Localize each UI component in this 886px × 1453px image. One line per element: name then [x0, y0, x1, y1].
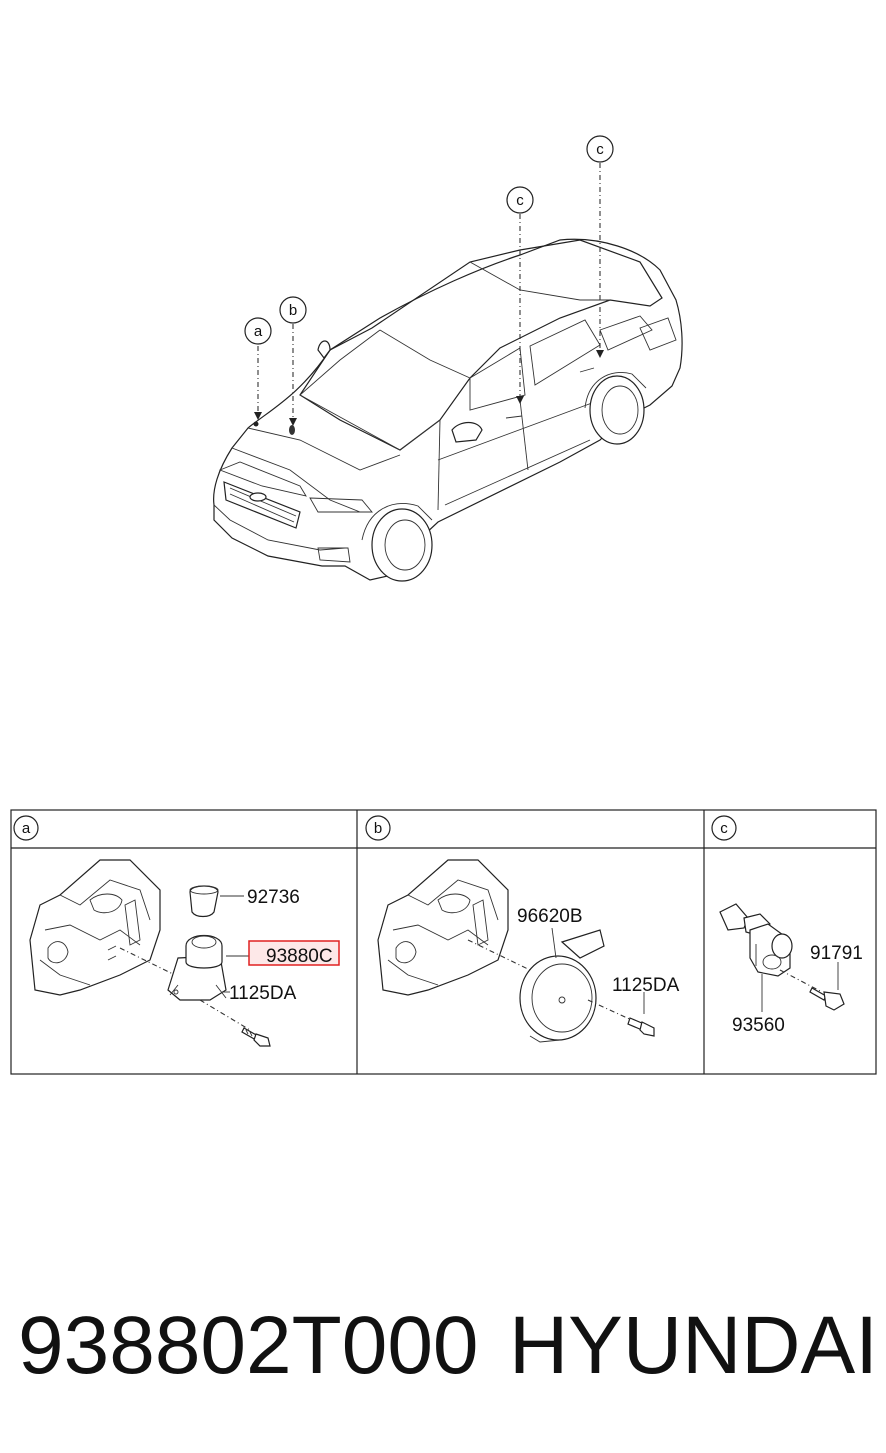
highlight-box — [248, 940, 340, 966]
part-label-1125DA-b: 1125DA — [612, 975, 680, 996]
svg-text:b: b — [374, 820, 382, 837]
part-label-93560: 93560 — [732, 1015, 785, 1036]
parts-table — [10, 809, 877, 1075]
car-illustration — [213, 238, 683, 582]
panel-c-header: c — [711, 815, 737, 841]
callout-c-rear-door: c — [586, 135, 614, 163]
part-label-91791: 91791 — [810, 943, 863, 964]
panel-c-drawing — [719, 903, 845, 1012]
callout-c-front-door: c — [506, 186, 534, 214]
callout-b: b — [279, 296, 307, 324]
callout-a: a — [244, 317, 272, 345]
callout-b-label: b — [289, 302, 297, 319]
callout-c-label: c — [516, 192, 524, 209]
svg-text:c: c — [720, 820, 728, 837]
panel-b-header: b — [365, 815, 391, 841]
brand-name: HYUNDAI — [508, 1300, 878, 1391]
callout-a-label: a — [254, 323, 263, 340]
part-label-96620B: 96620B — [517, 906, 583, 927]
panel-b-drawing — [377, 859, 655, 1043]
highlighted-part-93880C[interactable]: 93880C — [248, 940, 340, 967]
part-number: 938802T000 — [18, 1300, 479, 1391]
callout-c-label: c — [596, 141, 604, 158]
panel-a-header: a — [13, 815, 39, 841]
svg-text:a: a — [22, 820, 31, 837]
footer: 938802T000 HYUNDAI — [18, 1296, 878, 1396]
part-label-93880C: 93880C — [266, 946, 333, 967]
panel-a-drawing — [29, 859, 271, 1047]
part-label-1125DA-a: 1125DA — [229, 983, 297, 1004]
part-label-92736: 92736 — [247, 887, 300, 908]
